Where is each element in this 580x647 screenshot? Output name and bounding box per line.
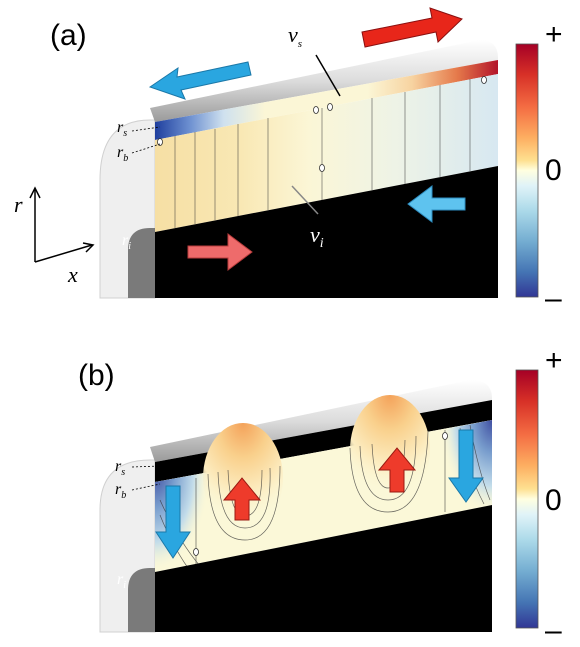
- markers-b: [193, 432, 448, 556]
- colorbar-a: [515, 43, 539, 298]
- ri-label-a: ri: [122, 232, 131, 252]
- vi-pointer: [291, 185, 319, 215]
- rs-leader-b: [131, 465, 161, 468]
- vi-label: vi: [310, 222, 324, 251]
- arrow-left-blue-top: [148, 61, 252, 100]
- arrow-left-blue-bottom: [407, 185, 466, 223]
- axis-x-label: x: [67, 262, 78, 287]
- panel-a-label: (a): [50, 19, 87, 52]
- coordinate-axes: [29, 186, 95, 263]
- top-cap-a: [150, 40, 498, 122]
- arrow-right-red-top: [361, 7, 463, 48]
- vs-pointer: [315, 54, 341, 97]
- rs-label-a: rs: [117, 119, 127, 139]
- rs-label-b: rs: [115, 458, 125, 478]
- arrow-up-red-2: [377, 447, 417, 493]
- panel-a: (a): [14, 7, 563, 315]
- inner-cylinder-a: [128, 228, 155, 298]
- ri-label-b: ri: [117, 571, 126, 591]
- colorbar-b: [515, 369, 539, 629]
- colorbar-b-max: +: [545, 344, 563, 377]
- axis-r-label: r: [14, 192, 23, 217]
- vs-label: vs: [288, 22, 302, 50]
- colorbar-b-min: –: [545, 614, 562, 647]
- rb-label-a: rb: [117, 144, 128, 164]
- markers-a: [157, 76, 487, 172]
- panel-b-label: (b): [78, 359, 115, 392]
- rs-leader-a: [131, 126, 161, 132]
- rb-label-b: rb: [115, 481, 126, 501]
- flow-region-a: [155, 74, 498, 232]
- inner-cylinder-b: [128, 568, 155, 632]
- contour-lines-a: [174, 79, 471, 228]
- colorbar-b-mid: 0: [545, 484, 562, 517]
- arrow-right-red-bottom: [187, 233, 253, 271]
- arrow-up-red-1: [222, 477, 262, 521]
- panel-b: (b): [78, 344, 563, 647]
- inner-core-b: [155, 505, 492, 632]
- arrow-down-blue-left: [155, 485, 191, 559]
- surface-layer-a: [155, 60, 498, 140]
- rb-leader-b: [131, 483, 161, 491]
- rb-leader-a: [131, 143, 161, 154]
- inner-core-a: [155, 166, 498, 298]
- colorbar-a-mid: 0: [545, 154, 562, 187]
- colorbar-a-max: +: [545, 18, 563, 51]
- colorbar-a-min: –: [545, 282, 562, 315]
- arrow-down-blue-right: [448, 429, 484, 503]
